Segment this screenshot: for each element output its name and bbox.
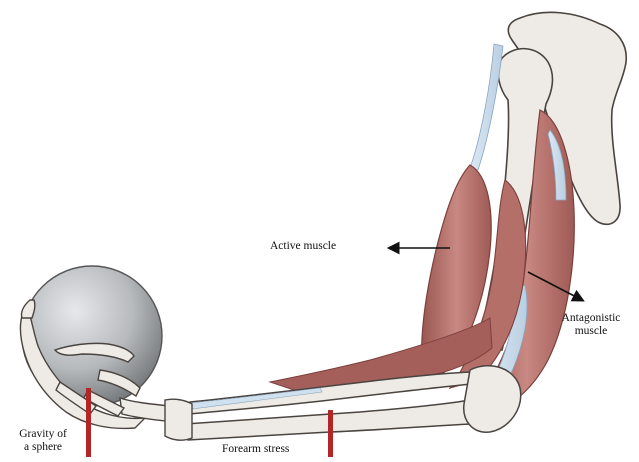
biceps-tendon	[470, 44, 503, 170]
label-gravity: Gravity of a sphere	[4, 428, 82, 454]
label-active-muscle: Active muscle	[270, 240, 336, 253]
label-antagonistic-muscle: Antagonistic muscle	[546, 312, 636, 338]
label-gravity-line2: a sphere	[4, 441, 82, 454]
gravity-force-bar	[86, 388, 91, 457]
label-antagonistic-line1: Antagonistic	[546, 312, 636, 325]
label-forearm-stress: Forearm stress	[222, 443, 289, 456]
elbow-joint	[464, 366, 521, 432]
label-gravity-line1: Gravity of	[4, 428, 82, 441]
forearm-stress-bar	[328, 410, 333, 457]
label-antagonistic-line2: muscle	[546, 325, 636, 338]
